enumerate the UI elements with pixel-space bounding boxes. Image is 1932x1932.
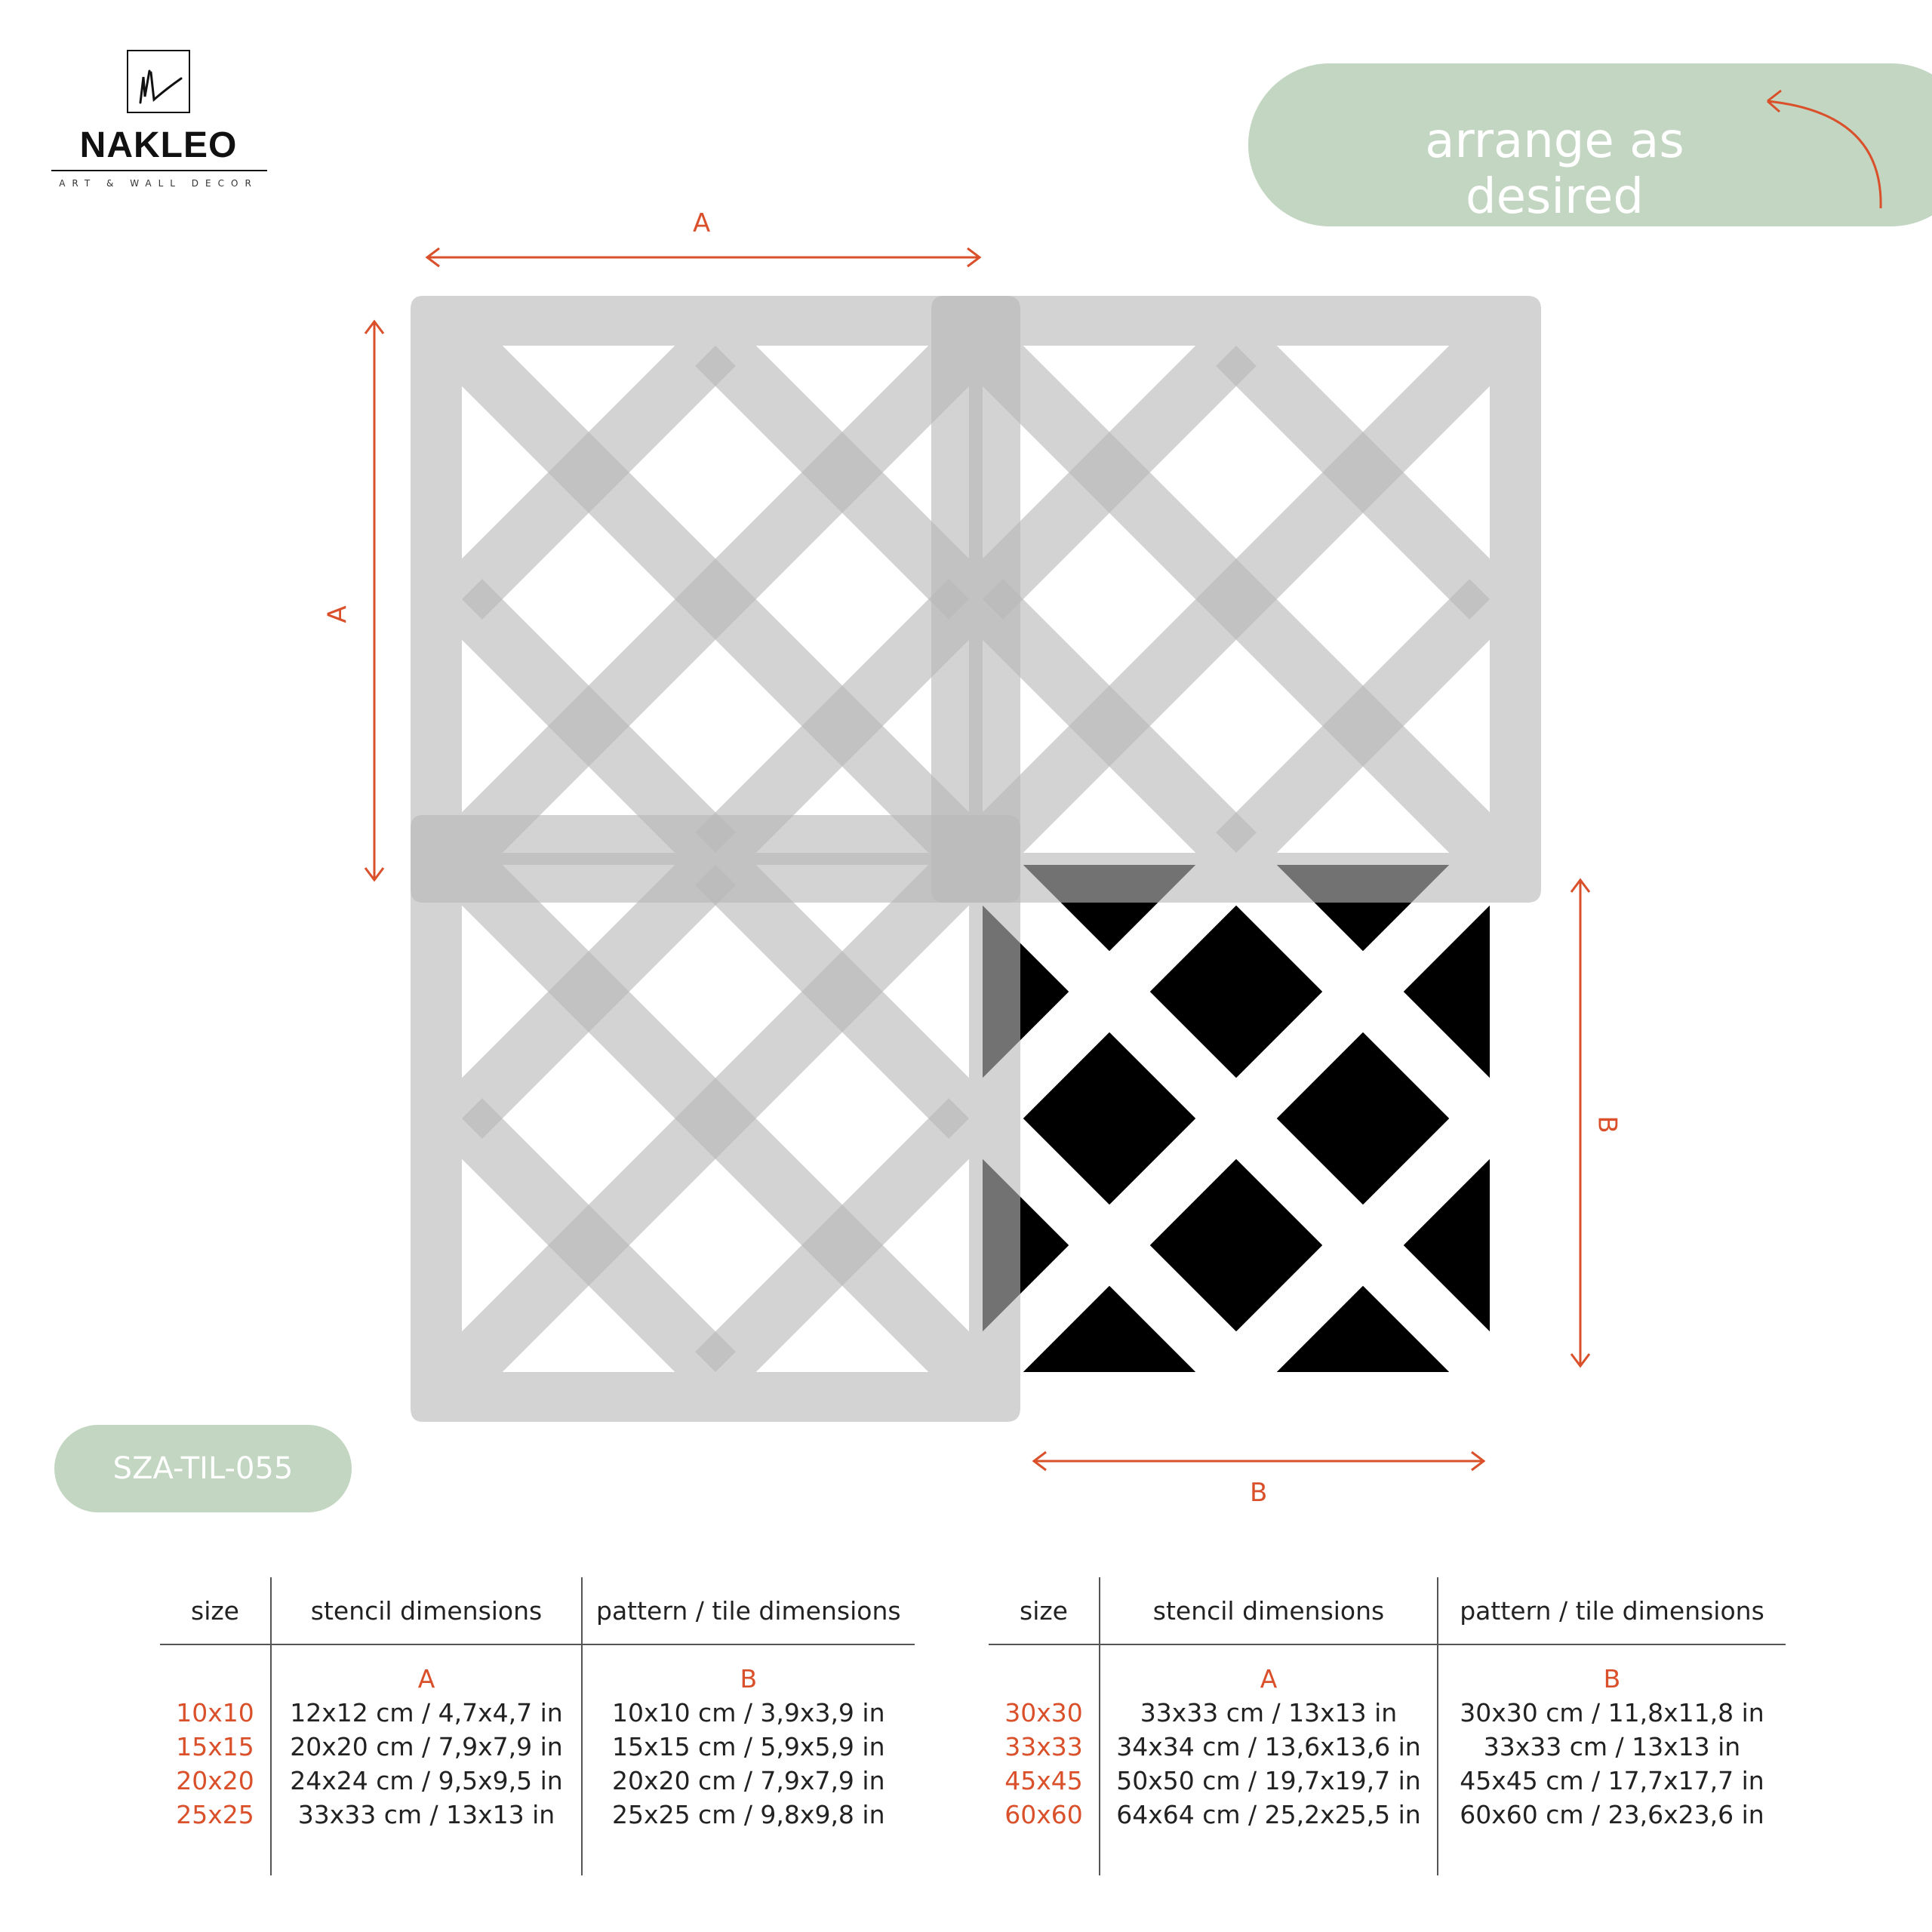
size-cell: 20x20 — [176, 1766, 254, 1795]
pattern-cell: 33x33 cm / 13x13 in — [1437, 1730, 1786, 1764]
stencil-cell: 24x24 cm / 9,5x9,5 in — [270, 1764, 582, 1798]
header-size: size — [160, 1577, 271, 1645]
size-cell: 60x60 — [1004, 1800, 1083, 1829]
size-cell: 45x45 — [1004, 1766, 1083, 1795]
stencil-cell: 33x33 cm / 13x13 in — [270, 1798, 582, 1875]
arrange-text: arrange as desired — [1425, 113, 1684, 225]
pattern-cell: 25x25 cm / 9,8x9,8 in — [581, 1798, 915, 1875]
stencil-cell: 50x50 cm / 19,7x19,7 in — [1099, 1764, 1438, 1798]
product-code: SZA-TIL-055 — [112, 1451, 294, 1486]
letter-cell — [989, 1644, 1100, 1696]
pattern-cell: 30x30 cm / 11,8x11,8 in — [1437, 1696, 1786, 1730]
size-table-right: size stencil dimensions pattern / tile d… — [989, 1577, 1786, 1875]
letter-cell-a: A — [270, 1644, 582, 1696]
size-cell: 30x30 — [1004, 1698, 1083, 1727]
pattern-cell: 45x45 cm / 17,7x17,7 in — [1437, 1764, 1786, 1798]
table-row: 15x15 20x20 cm / 7,9x7,9 in 15x15 cm / 5… — [160, 1730, 915, 1764]
table-row: 60x60 64x64 cm / 25,2x25,5 in 60x60 cm /… — [989, 1798, 1786, 1875]
product-code-pill: SZA-TIL-055 — [54, 1425, 352, 1512]
table-letter-row: A B — [989, 1644, 1786, 1696]
pattern-cell: 60x60 cm / 23,6x23,6 in — [1437, 1798, 1786, 1875]
dimension-label-b-bottom: B — [1250, 1478, 1268, 1508]
table-row: 10x10 12x12 cm / 4,7x4,7 in 10x10 cm / 3… — [160, 1696, 915, 1730]
size-cell: 33x33 — [1004, 1732, 1083, 1761]
dimension-label-b-right: B — [1592, 1115, 1623, 1134]
brand-divider — [51, 170, 267, 171]
brand-tagline: ART & WALL DECOR — [59, 178, 258, 189]
size-table-left: size stencil dimensions pattern / tile d… — [160, 1577, 915, 1875]
table-letter-row: A B — [160, 1644, 915, 1696]
arrange-pill — [1248, 63, 1932, 226]
header-stencil: stencil dimensions — [270, 1577, 582, 1645]
letter-cell-b: B — [581, 1644, 915, 1696]
stencil-cell: 20x20 cm / 7,9x7,9 in — [270, 1730, 582, 1764]
nakleo-logo-icon — [127, 50, 190, 113]
size-cell: 10x10 — [176, 1698, 254, 1727]
stencil-cell: 34x34 cm / 13,6x13,6 in — [1099, 1730, 1438, 1764]
pattern-cell: 10x10 cm / 3,9x3,9 in — [581, 1696, 915, 1730]
table-row: 45x45 50x50 cm / 19,7x19,7 in 45x45 cm /… — [989, 1764, 1786, 1798]
table-row: 30x30 33x33 cm / 13x13 in 30x30 cm / 11,… — [989, 1696, 1786, 1730]
table-row: 25x25 33x33 cm / 13x13 in 25x25 cm / 9,8… — [160, 1798, 915, 1875]
dimension-label-a-top: A — [693, 208, 711, 238]
header-pattern: pattern / tile dimensions — [581, 1577, 915, 1645]
header-size: size — [989, 1577, 1100, 1645]
pattern-cell: 20x20 cm / 7,9x7,9 in — [581, 1764, 915, 1798]
table-row: 20x20 24x24 cm / 9,5x9,5 in 20x20 cm / 7… — [160, 1764, 915, 1798]
pattern-cell: 15x15 cm / 5,9x5,9 in — [581, 1730, 915, 1764]
stencil-cell: 33x33 cm / 13x13 in — [1099, 1696, 1438, 1730]
header-pattern: pattern / tile dimensions — [1437, 1577, 1786, 1645]
size-cell: 25x25 — [176, 1800, 254, 1829]
letter-cell-a: A — [1099, 1644, 1438, 1696]
table-row: 33x33 34x34 cm / 13,6x13,6 in 33x33 cm /… — [989, 1730, 1786, 1764]
dimension-arrow-icon — [364, 247, 1591, 1472]
size-cell: 15x15 — [176, 1732, 254, 1761]
brand-name: NAKLEO — [79, 125, 238, 165]
stencil-tile-top-left — [411, 296, 1020, 903]
stencil-cell: 64x64 cm / 25,2x25,5 in — [1099, 1798, 1438, 1875]
stencil-tile-bottom-left — [411, 815, 1020, 1422]
curved-arrow-icon — [1767, 89, 1882, 209]
table-header-row: size stencil dimensions pattern / tile d… — [989, 1577, 1786, 1645]
dimension-label-a-left: A — [322, 605, 353, 623]
letter-cell — [160, 1644, 271, 1696]
header-stencil: stencil dimensions — [1099, 1577, 1438, 1645]
table-header-row: size stencil dimensions pattern / tile d… — [160, 1577, 915, 1645]
letter-cell-b: B — [1437, 1644, 1786, 1696]
stencil-cell: 12x12 cm / 4,7x4,7 in — [270, 1696, 582, 1730]
stencil-tile-top-right — [931, 296, 1541, 903]
printed-pattern-tile — [983, 865, 1490, 1372]
